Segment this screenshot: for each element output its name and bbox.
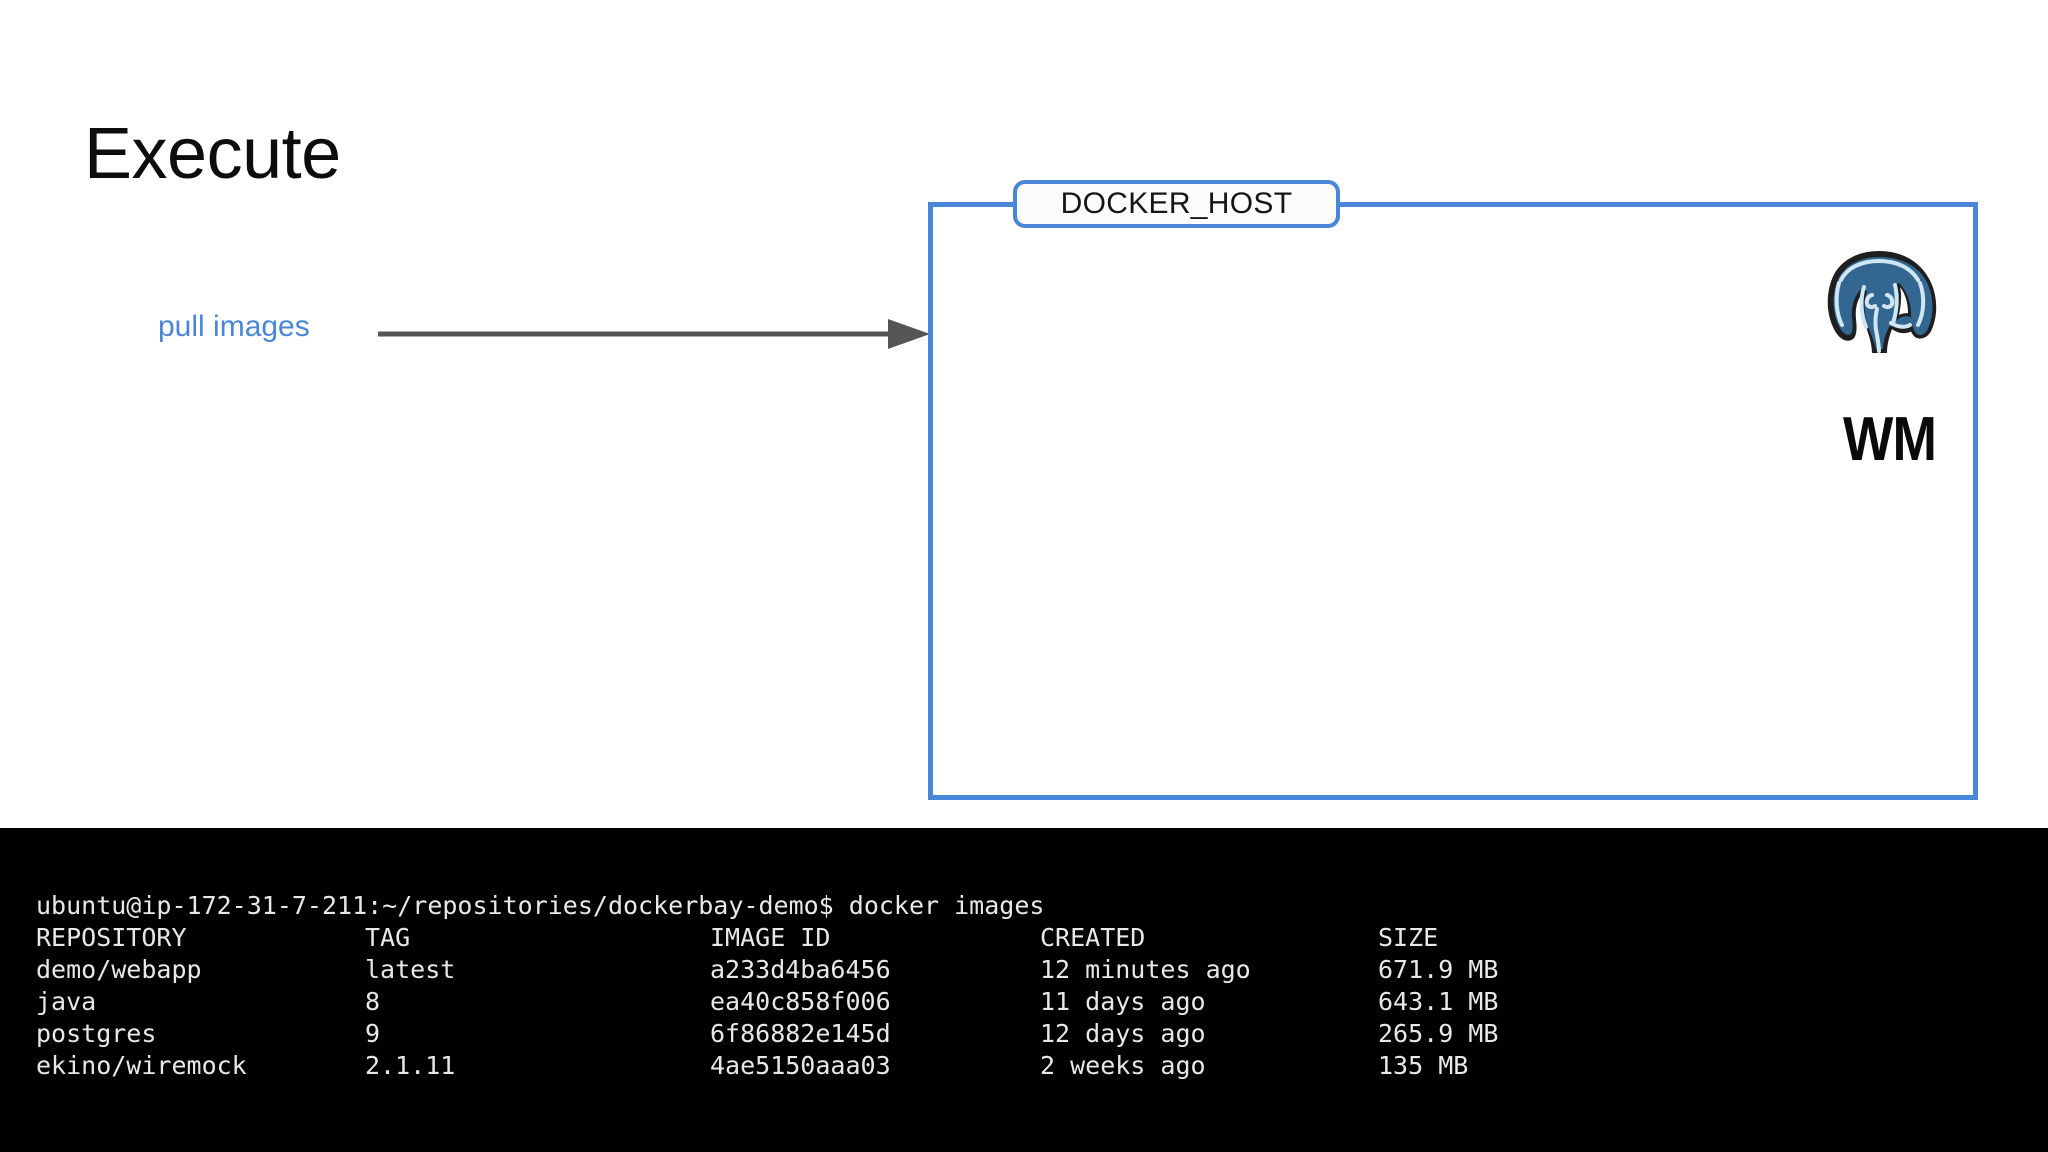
terminal-pane[interactable]: ubuntu@ip-172-31-7-211:~/repositories/do… — [0, 828, 2048, 1152]
column-header-created: CREATED — [1040, 923, 1146, 952]
docker-host-tag-label: DOCKER_HOST — [1060, 187, 1293, 220]
page-title: Execute — [84, 114, 341, 194]
cell-size: 671.9 MB — [1378, 955, 1499, 984]
cell-created: 2 weeks ago — [1040, 1051, 1206, 1080]
cell-created: 12 days ago — [1040, 1019, 1206, 1048]
cell-size: 265.9 MB — [1378, 1019, 1499, 1048]
cell-tag: 9 — [365, 1019, 381, 1048]
docker-images-table: REPOSITORY TAG IMAGE ID CREATED SIZE dem… — [0, 922, 2048, 1082]
cell-size: 643.1 MB — [1378, 987, 1499, 1016]
cell-image-id: 4ae5150aaa03 — [710, 1051, 891, 1080]
slide-canvas: Execute pull images WM DO — [84, 114, 1978, 800]
column-header-repository: REPOSITORY — [36, 923, 187, 952]
table-header-row: REPOSITORY TAG IMAGE ID CREATED SIZE — [0, 922, 2048, 954]
cell-repository: demo/webapp — [36, 955, 202, 984]
cell-image-id: a233d4ba6456 — [710, 955, 891, 984]
cell-image-id: 6f86882e145d — [710, 1019, 891, 1048]
terminal-prompt-line: ubuntu@ip-172-31-7-211:~/repositories/do… — [36, 891, 1045, 920]
cell-image-id: ea40c858f006 — [710, 987, 891, 1016]
cell-tag: latest — [365, 955, 456, 984]
cell-created: 12 minutes ago — [1040, 955, 1251, 984]
docker-host-tag: DOCKER_HOST — [1013, 180, 1340, 228]
postgresql-elephant-icon — [1827, 251, 1937, 353]
cell-repository: ekino/wiremock — [36, 1051, 247, 1080]
table-row: java 8 ea40c858f006 11 days ago 643.1 MB — [0, 986, 2048, 1018]
column-header-image-id: IMAGE ID — [710, 923, 831, 952]
cell-tag: 8 — [365, 987, 381, 1016]
cell-tag: 2.1.11 — [365, 1051, 456, 1080]
cell-size: 135 MB — [1378, 1051, 1469, 1080]
docker-host-container: WM — [928, 202, 1978, 800]
column-header-tag: TAG — [365, 923, 411, 952]
column-header-size: SIZE — [1378, 923, 1439, 952]
cell-repository: postgres — [36, 1019, 157, 1048]
wiremock-label: WM — [1843, 405, 1937, 474]
arrow-right-icon — [378, 319, 930, 349]
table-row: demo/webapp latest a233d4ba6456 12 minut… — [0, 954, 2048, 986]
pull-images-label: pull images — [158, 310, 310, 343]
cell-repository: java — [36, 987, 97, 1016]
table-row: ekino/wiremock 2.1.11 4ae5150aaa03 2 wee… — [0, 1050, 2048, 1082]
cell-created: 11 days ago — [1040, 987, 1206, 1016]
table-row: postgres 9 6f86882e145d 12 days ago 265.… — [0, 1018, 2048, 1050]
